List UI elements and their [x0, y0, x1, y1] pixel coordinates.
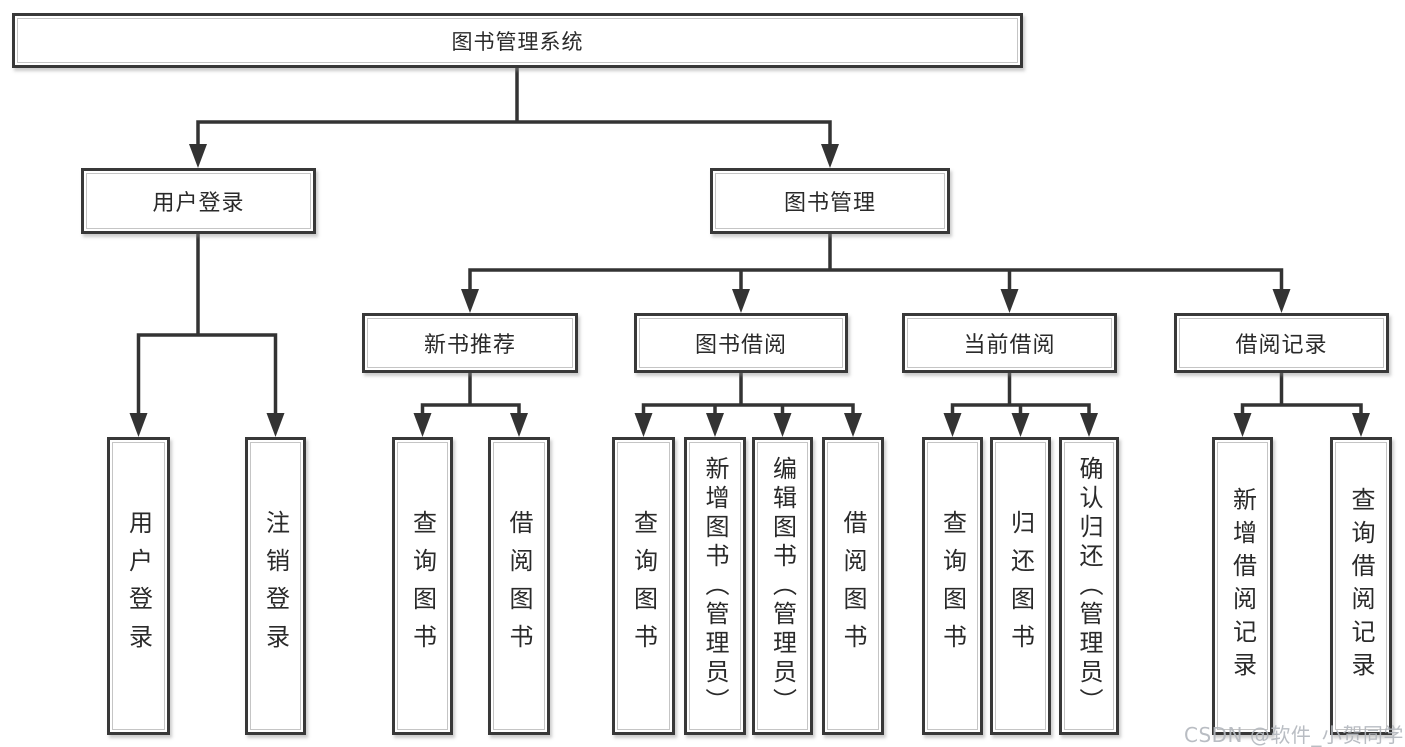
node-label: 当前借阅: [963, 333, 1056, 358]
node-label: 图书管理: [783, 191, 876, 216]
leaf-add-books-admin: 新增图书（管理员）: [684, 437, 746, 735]
node-borrow-records: 借阅记录: [1174, 313, 1389, 373]
leaf-user-login: 用户登录: [107, 437, 170, 735]
connector-user-login-children: [129, 232, 285, 437]
leaf-edit-books-admin: 编辑图书（管理员）: [752, 437, 813, 735]
node-label: 借阅图书: [505, 510, 533, 662]
node-label: 图书借阅: [694, 333, 787, 358]
node-label: 查询图书: [938, 510, 967, 662]
node-label: 确认归还（管理员）: [1075, 455, 1103, 717]
leaf-add-borrow-record: 新增借阅记录: [1212, 437, 1273, 735]
node-label: 新增图书（管理员）: [701, 455, 729, 717]
connector-borrow-records-children: [1233, 371, 1370, 437]
leaf-logout: 注销登录: [245, 437, 306, 735]
connector-current-borrow-children: [943, 371, 1098, 437]
connector-book-mgmt-to-level3: [461, 232, 1291, 313]
node-label: 查询图书: [408, 510, 437, 662]
connector-root-to-level2: [189, 66, 839, 168]
csdn-watermark: CSDN @软件_小贺同学: [1184, 723, 1404, 747]
leaf-confirm-return-admin: 确认归还（管理员）: [1059, 437, 1119, 735]
node-user-login: 用户登录: [81, 168, 316, 234]
leaf-query-books-rec: 查询图书: [392, 437, 453, 735]
node-book-borrow: 图书借阅: [634, 313, 848, 373]
leaf-query-books-borrow: 查询图书: [612, 437, 675, 735]
leaf-return-books: 归还图书: [990, 437, 1051, 735]
leaf-query-borrow-record: 查询借阅记录: [1330, 437, 1392, 735]
node-book-mgmt: 图书管理: [710, 168, 950, 234]
node-label: 新书推荐: [423, 333, 516, 358]
connector-book-borrow-children: [634, 371, 862, 437]
node-new-book-rec: 新书推荐: [362, 313, 578, 373]
node-label: 用户登录: [124, 510, 153, 662]
connector-new-book-rec-children: [413, 371, 528, 437]
node-label: 用户登录: [152, 191, 245, 216]
node-label: 注销登录: [261, 510, 290, 662]
node-label: 归还图书: [1006, 510, 1035, 662]
node-label: 编辑图书（管理员）: [768, 455, 797, 717]
node-label: 查询图书: [629, 510, 658, 662]
leaf-borrow-books-rec: 借阅图书: [488, 437, 550, 735]
leaf-borrow-books: 借阅图书: [822, 437, 884, 735]
leaf-query-books-current: 查询图书: [922, 437, 983, 735]
node-root-library-system: 图书管理系统: [12, 13, 1023, 68]
node-current-borrow: 当前借阅: [902, 313, 1117, 373]
node-label: 借阅图书: [839, 510, 867, 662]
node-label: 新增借阅记录: [1228, 487, 1257, 685]
node-label: 图书管理系统: [451, 29, 584, 54]
node-label: 查询借阅记录: [1347, 487, 1375, 685]
node-label: 借阅记录: [1235, 333, 1328, 358]
